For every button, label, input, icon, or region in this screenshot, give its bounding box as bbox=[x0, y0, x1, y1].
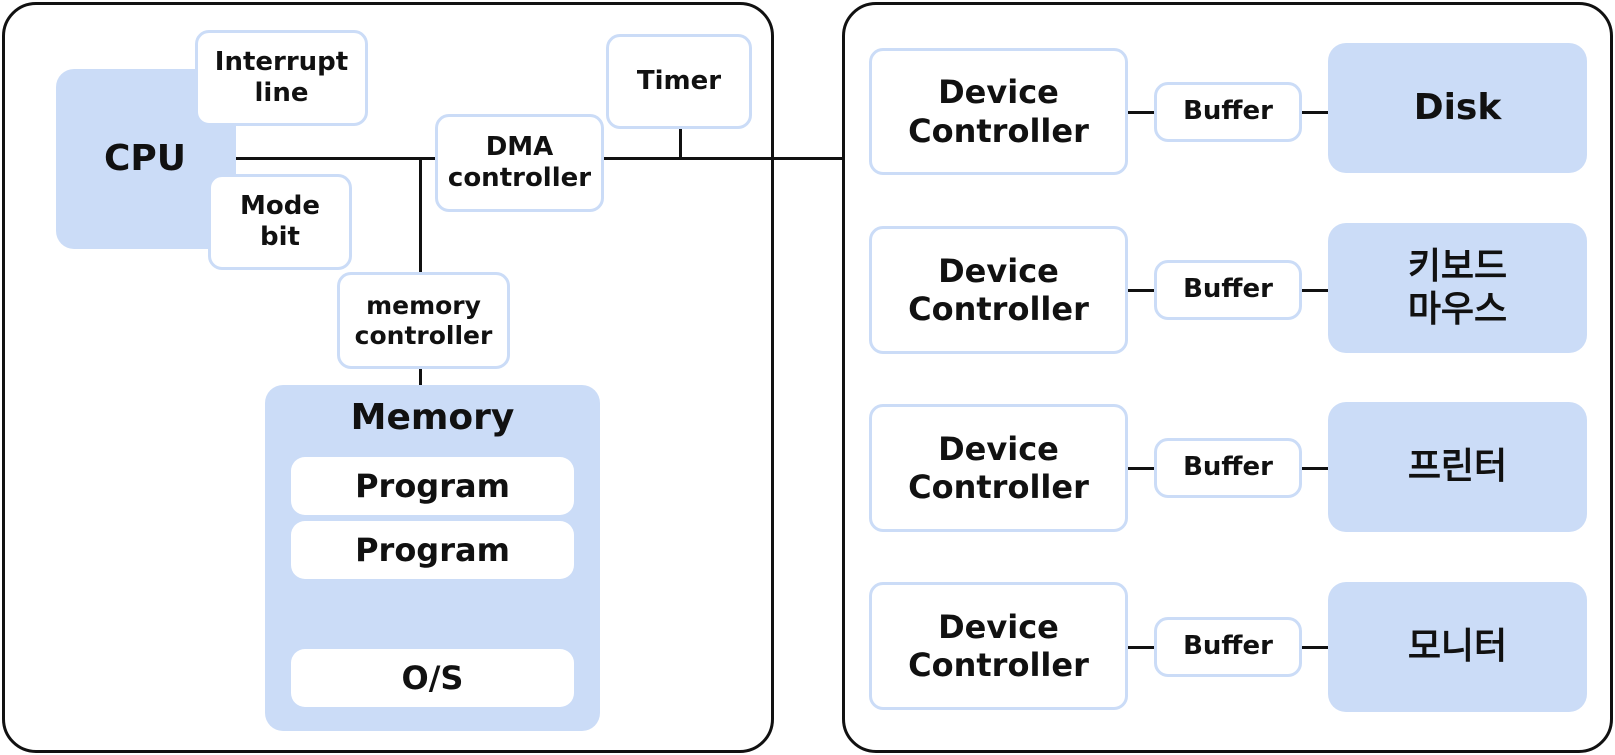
memory-box: Memory Program Program O/S bbox=[265, 385, 600, 731]
memory-slot-program-2: Program bbox=[291, 521, 574, 579]
connector-line bbox=[1128, 467, 1154, 470]
device-controller-label: Device Controller bbox=[908, 73, 1089, 150]
device-controller-box: Device Controller bbox=[869, 582, 1128, 710]
buffer-box: Buffer bbox=[1154, 438, 1302, 498]
buffer-label: Buffer bbox=[1183, 452, 1273, 483]
device-box-printer: 프린터 bbox=[1328, 402, 1587, 532]
interrupt-line-label: Interrupt line bbox=[214, 46, 349, 108]
connector-line bbox=[1302, 289, 1328, 292]
device-box-monitor: 모니터 bbox=[1328, 582, 1587, 712]
connector-line bbox=[1302, 646, 1328, 649]
device-controller-box: Device Controller bbox=[869, 48, 1128, 175]
device-controller-label: Device Controller bbox=[908, 607, 1089, 684]
device-controller-box: Device Controller bbox=[869, 404, 1128, 532]
mode-bit-label: Mode bit bbox=[240, 190, 320, 252]
timer-box: Timer bbox=[606, 34, 752, 129]
buffer-box: Buffer bbox=[1154, 82, 1302, 142]
device-controller-label: Device Controller bbox=[908, 429, 1089, 506]
device-controller-label: Device Controller bbox=[908, 251, 1089, 328]
device-label: 키보드 마우스 bbox=[1407, 245, 1508, 330]
connector-line bbox=[1302, 111, 1328, 114]
memory-title: Memory bbox=[350, 397, 515, 439]
buffer-label: Buffer bbox=[1183, 631, 1273, 662]
memory-bus-line bbox=[419, 157, 422, 385]
timer-bus-line bbox=[679, 128, 682, 158]
memory-controller-label: memory controller bbox=[354, 290, 493, 350]
dma-controller-label: DMA controller bbox=[447, 131, 592, 193]
buffer-box: Buffer bbox=[1154, 617, 1302, 677]
timer-label: Timer bbox=[636, 65, 722, 96]
device-label: 프린터 bbox=[1407, 446, 1508, 488]
interrupt-line-box: Interrupt line bbox=[195, 30, 368, 126]
device-box-keyboard-mouse: 키보드 마우스 bbox=[1328, 223, 1587, 353]
buffer-box: Buffer bbox=[1154, 260, 1302, 320]
dma-controller-box: DMA controller bbox=[435, 114, 604, 212]
memory-slot-program-1: Program bbox=[291, 457, 574, 515]
connector-line bbox=[1128, 111, 1154, 114]
mode-bit-box: Mode bit bbox=[208, 174, 352, 270]
connector-line bbox=[1128, 646, 1154, 649]
device-label: Disk bbox=[1413, 87, 1502, 129]
device-controller-box: Device Controller bbox=[869, 226, 1128, 354]
memory-slot-os: O/S bbox=[291, 649, 574, 707]
connector-line bbox=[1302, 467, 1328, 470]
connector-line bbox=[1128, 289, 1154, 292]
buffer-label: Buffer bbox=[1183, 274, 1273, 305]
cpu-label: CPU bbox=[104, 138, 187, 180]
device-box-disk: Disk bbox=[1328, 43, 1587, 173]
device-label: 모니터 bbox=[1407, 626, 1508, 668]
buffer-label: Buffer bbox=[1183, 96, 1273, 127]
memory-controller-box: memory controller bbox=[337, 272, 510, 369]
